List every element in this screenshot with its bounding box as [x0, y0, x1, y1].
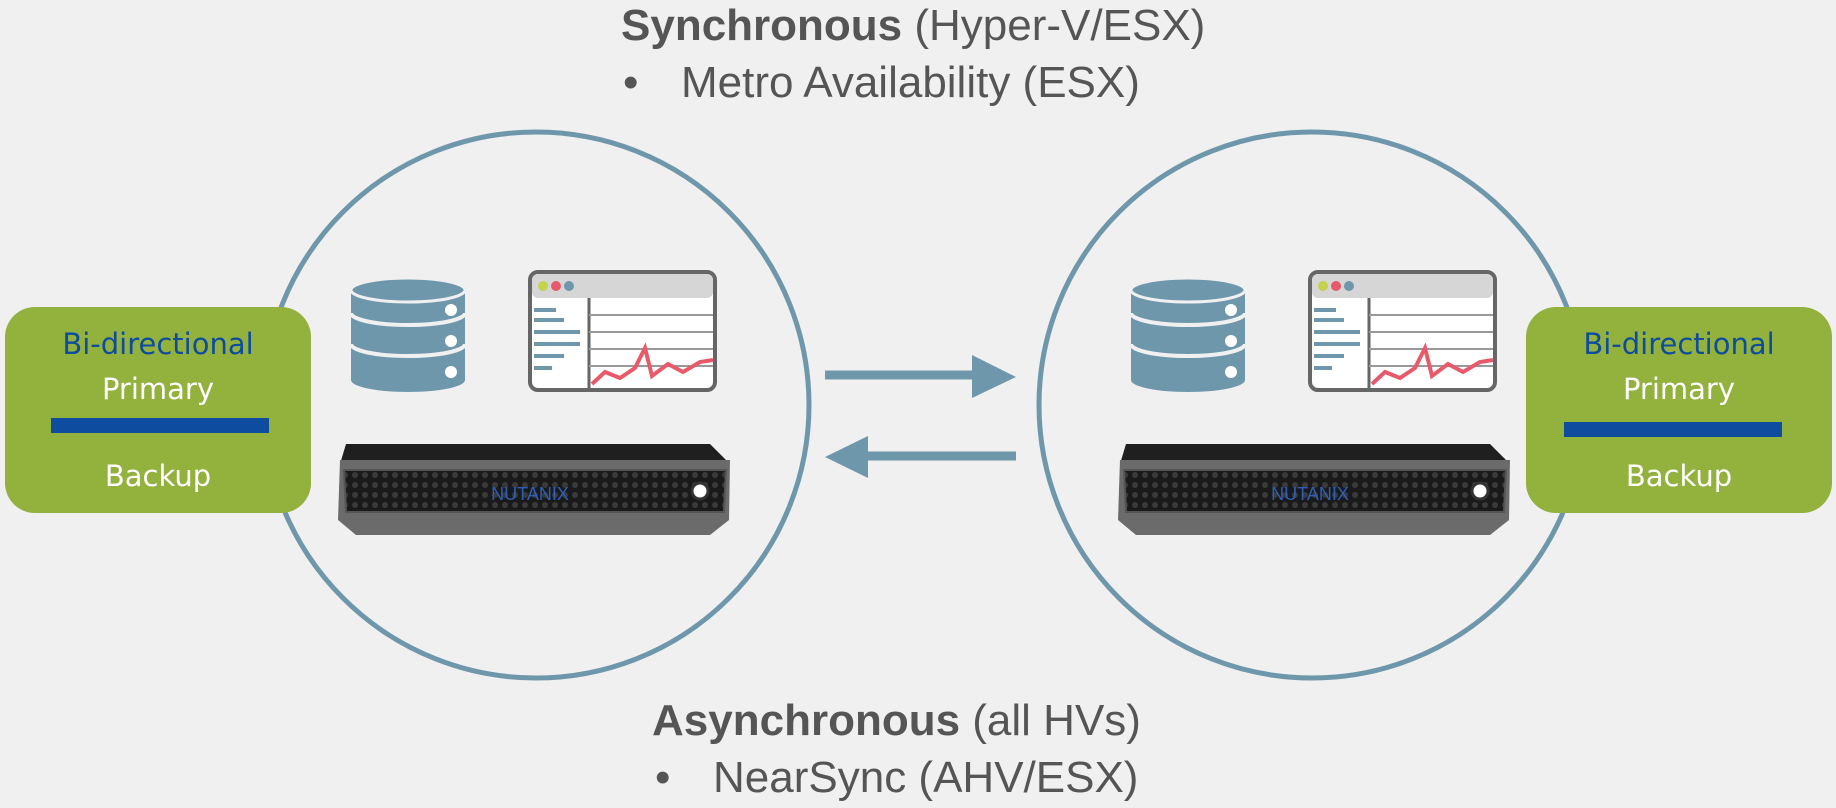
sync-bullet: • Metro Availability (ESX): [623, 57, 1836, 109]
role-box-right: Bi-directional Primary Backup: [1526, 307, 1832, 513]
async-heading-rest: (all HVs): [960, 696, 1141, 745]
sync-bullet-text: Metro Availability (ESX): [681, 58, 1140, 107]
role-bidirectional-label: Bi-directional: [62, 327, 254, 361]
async-bullet: • NearSync (AHV/ESX): [655, 752, 1836, 804]
role-divider: [51, 418, 269, 433]
bullet-dot: •: [623, 58, 639, 107]
site-right: NUTANIX: [1036, 129, 1588, 681]
server-brand-left: NUTANIX: [491, 484, 569, 504]
role-primary-label: Primary: [1622, 372, 1736, 406]
bullet-dot: •: [655, 753, 671, 802]
role-bidirectional-label: Bi-directional: [1583, 327, 1775, 361]
role-backup-label: Backup: [1625, 459, 1733, 493]
role-backup-label: Backup: [104, 459, 212, 493]
role-divider: [1564, 422, 1782, 437]
server-appliance-icon: NUTANIX: [1118, 444, 1510, 535]
server-brand-right: NUTANIX: [1271, 484, 1349, 504]
database-icon: [349, 276, 467, 392]
dashboard-window-icon: [1308, 270, 1497, 392]
replication-arrows: [825, 355, 1016, 478]
role-box-left: Bi-directional Primary Backup: [5, 307, 311, 513]
sync-heading-rest: (Hyper-V/ESX): [902, 1, 1206, 50]
role-primary-label: Primary: [101, 372, 215, 406]
async-heading-bold: Asynchronous: [652, 696, 961, 745]
sync-heading-bold: Synchronous: [621, 1, 903, 50]
server-appliance-icon: NUTANIX: [338, 444, 730, 535]
arrow-right-icon: [825, 355, 1016, 398]
dashboard-window-icon: [528, 270, 717, 392]
database-icon: [1129, 276, 1247, 392]
site-circle-right: [1036, 129, 1588, 681]
site-left: NUTANIX: [260, 129, 812, 681]
arrow-left-icon: [825, 436, 1016, 478]
async-bullet-text: NearSync (AHV/ESX): [713, 753, 1139, 802]
sync-heading: Synchronous (Hyper-V/ESX): [621, 0, 1836, 52]
site-circle-left: [260, 129, 812, 681]
async-heading: Asynchronous (all HVs): [652, 695, 1836, 747]
